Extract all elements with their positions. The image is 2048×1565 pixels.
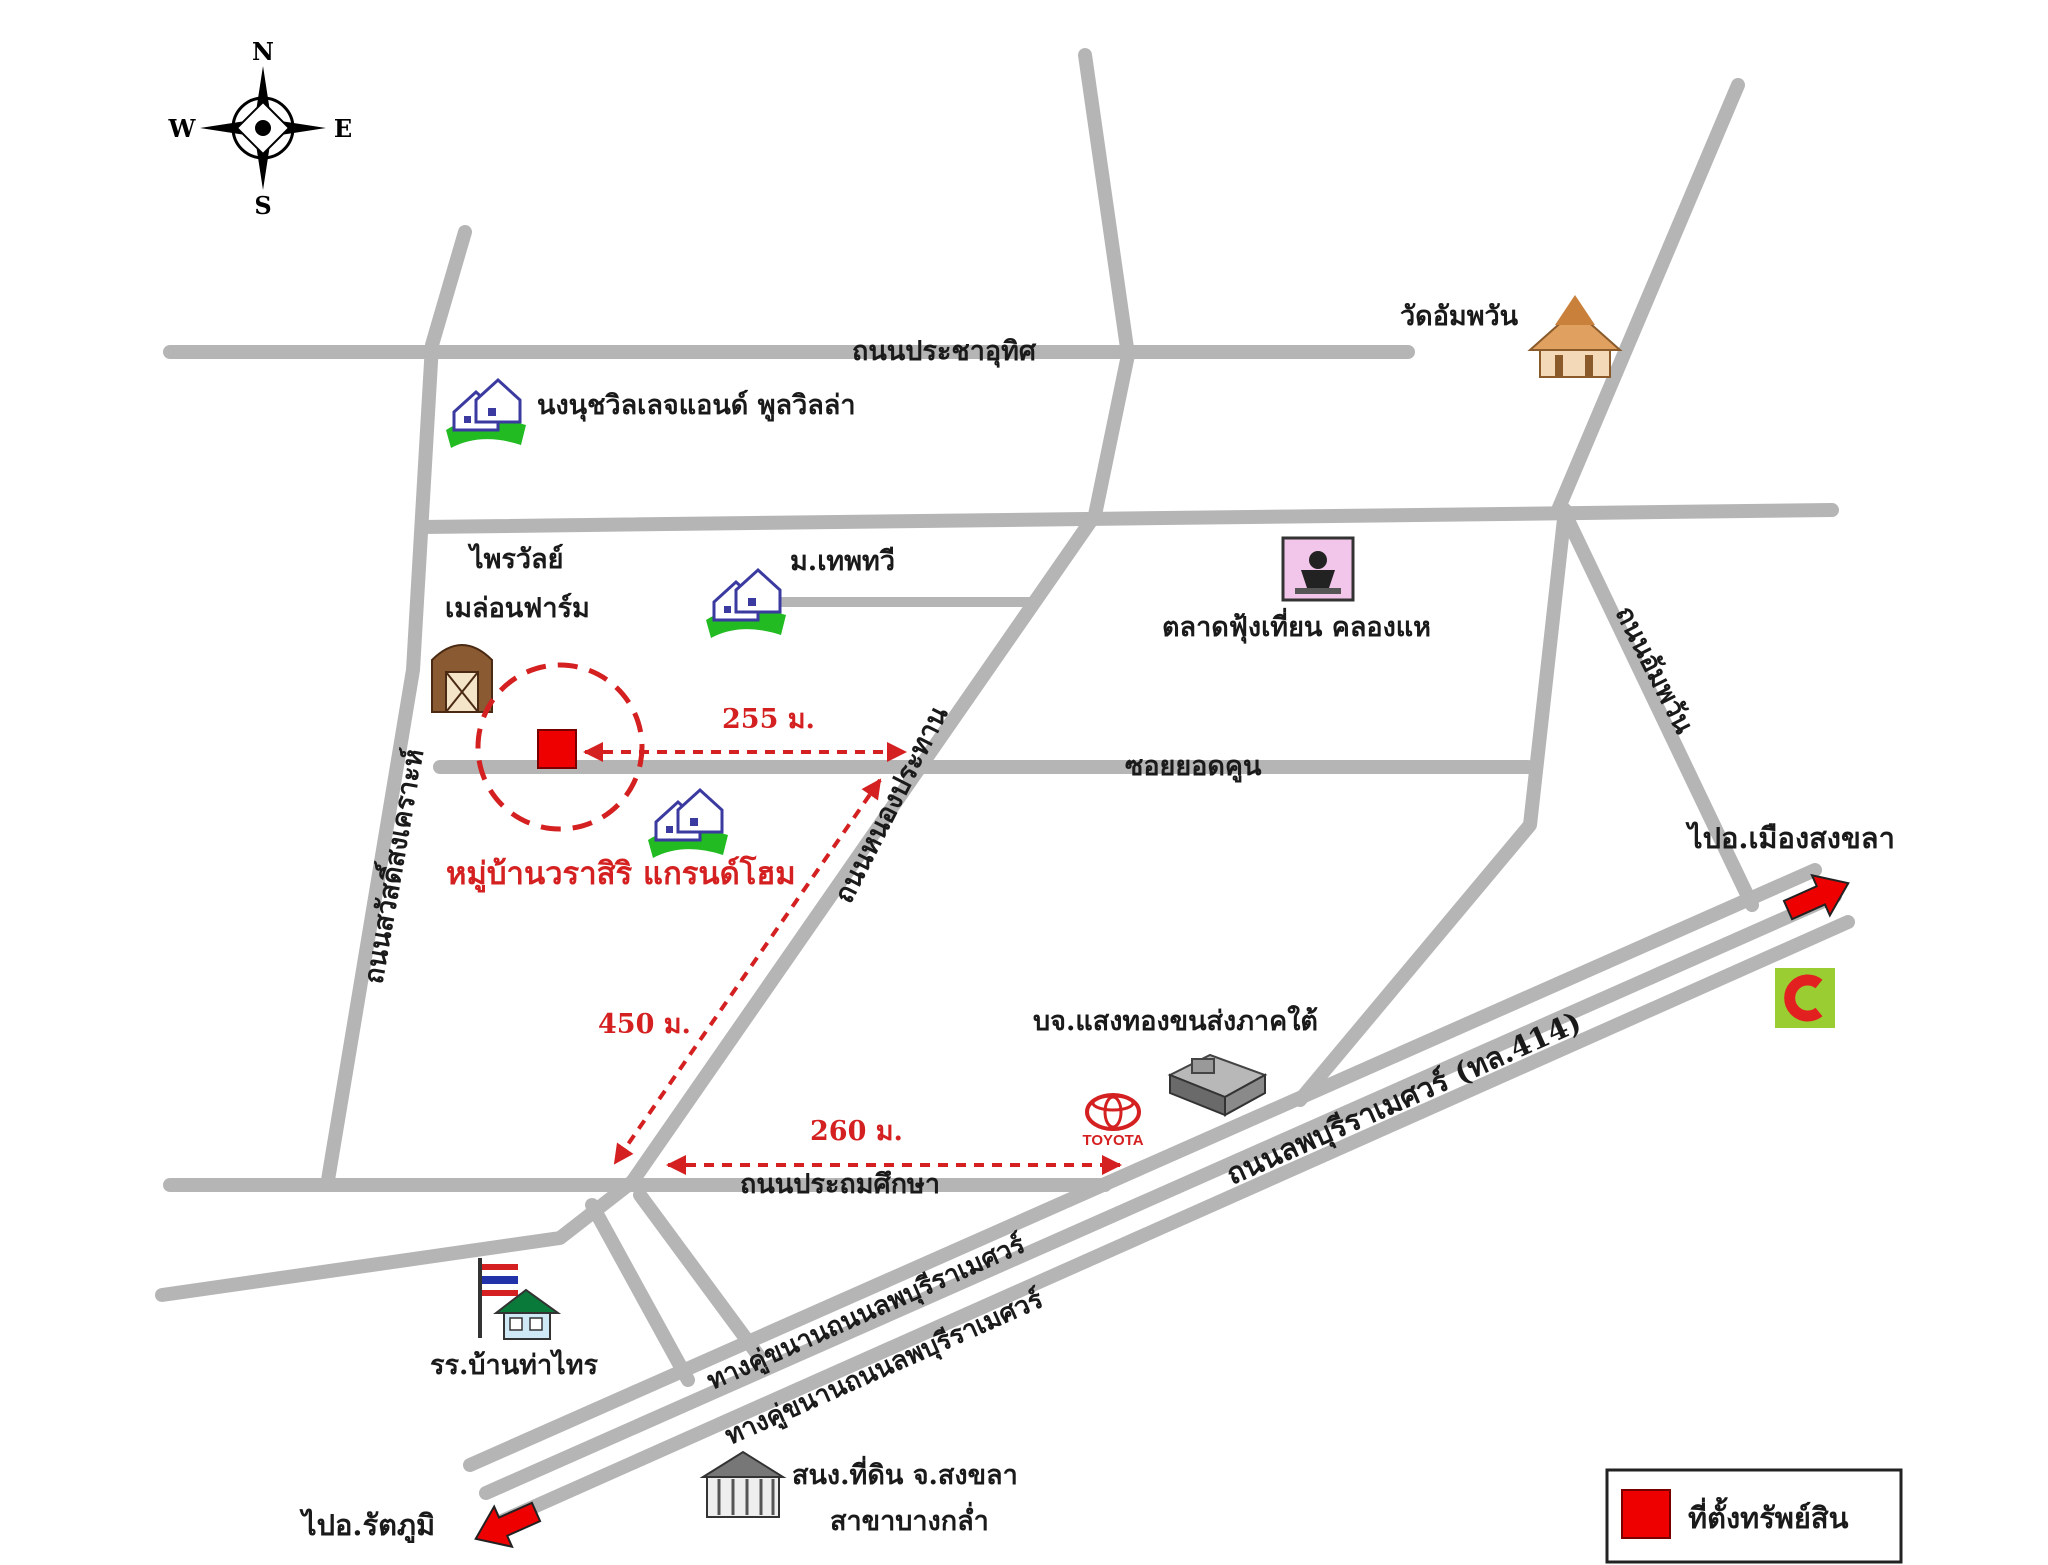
legend: ที่ตั้งทรัพย์สิน	[1605, 1468, 1903, 1564]
legend-swatch	[1621, 1489, 1671, 1539]
road-junction-south	[1293, 503, 1572, 1107]
toyota-logo-icon	[1085, 1093, 1141, 1131]
label-distance-diagonal: 450 ม.	[598, 1009, 691, 1040]
road-horizontal-2	[415, 503, 1839, 534]
label-to-songkhla: ไปอ.เมืองสงขลา	[1685, 821, 1895, 855]
label-road-nong-prathan: ถนนหนองประทาน	[829, 701, 955, 908]
distance-arrow-diagonal	[613, 778, 882, 1165]
road-aumphawan	[1561, 513, 1759, 912]
legend-label: ที่ตั้งทรัพย์สิน	[1688, 1496, 1849, 1535]
road-school	[155, 1175, 639, 1302]
house-village-icon	[648, 787, 728, 858]
road-sawat-songkhro	[321, 225, 472, 1187]
label-melon-farm-2: เมล่อนฟาร์ม	[445, 592, 590, 624]
label-company: บจ.แสงทองขนส่งภาคใต้	[1033, 1005, 1318, 1037]
house-village-icon	[706, 567, 786, 638]
market-icon	[1281, 536, 1355, 602]
warehouse-icon	[1167, 1053, 1268, 1117]
label-school: รร.บ้านท่าไทร	[430, 1349, 598, 1381]
label-wat: วัดอัมพวัน	[1400, 301, 1519, 332]
label-land-office-1: สนง.ที่ดิน จ.สงขลา	[792, 1455, 1018, 1491]
property-marker	[537, 729, 577, 769]
label-village-thep: ม.เทพทวี	[790, 546, 895, 577]
label-village-top: นงนุชวิลเลจแอนด์ พูลวิลล่า	[537, 389, 856, 422]
road-top-right	[1551, 78, 1745, 517]
property-radius-circle	[475, 662, 645, 832]
road-frontage-upper	[463, 863, 1822, 1472]
arrow-left-icon	[474, 1501, 542, 1549]
compass-east: E	[334, 114, 352, 143]
compass-rose-icon: N S W E	[168, 37, 353, 220]
road-network	[155, 48, 1855, 1528]
compass-west: W	[168, 114, 197, 143]
compass-south: S	[254, 191, 271, 220]
store-logo-icon	[1775, 968, 1835, 1028]
label-melon-farm-1: ไพรวัลย์	[467, 543, 563, 575]
government-building-icon	[699, 1450, 787, 1518]
temple-icon	[1527, 295, 1623, 378]
label-toyota: TOYOTA	[1082, 1132, 1143, 1149]
house-village-icon	[446, 377, 526, 448]
label-property: หมู่บ้านวราสิริ แกรนด์โฮม	[446, 855, 796, 893]
compass-north: N	[252, 37, 274, 66]
label-to-rattaphum: ไปอ.รัตภูมิ	[299, 1508, 435, 1543]
label-market: ตลาดฟุ้งเที่ยน คลองแห	[1162, 607, 1431, 644]
road-frontage-lower	[495, 915, 1855, 1528]
label-road-aumphawan: ถนนอัมพวัน	[1609, 601, 1700, 739]
road-highway-414	[479, 889, 1842, 1500]
label-distance-south: 260 ม.	[810, 1116, 903, 1147]
barn-icon	[431, 644, 493, 713]
label-land-office-2: สาขาบางกล่ำ	[830, 1501, 989, 1537]
label-road-prathom-suksa: ถนนประถมศึกษา	[740, 1169, 940, 1200]
label-road-prachauthit: ถนนประชาอุทิศ	[852, 336, 1037, 368]
road-connector-1	[585, 1198, 695, 1387]
school-icon	[478, 1258, 562, 1340]
label-distance-east: 255 ม.	[722, 704, 815, 735]
label-road-soi-yodkhu: ซอยยอดคูน	[1125, 751, 1262, 783]
arrow-right-icon	[1782, 873, 1850, 921]
road-connector-2	[633, 1188, 765, 1362]
